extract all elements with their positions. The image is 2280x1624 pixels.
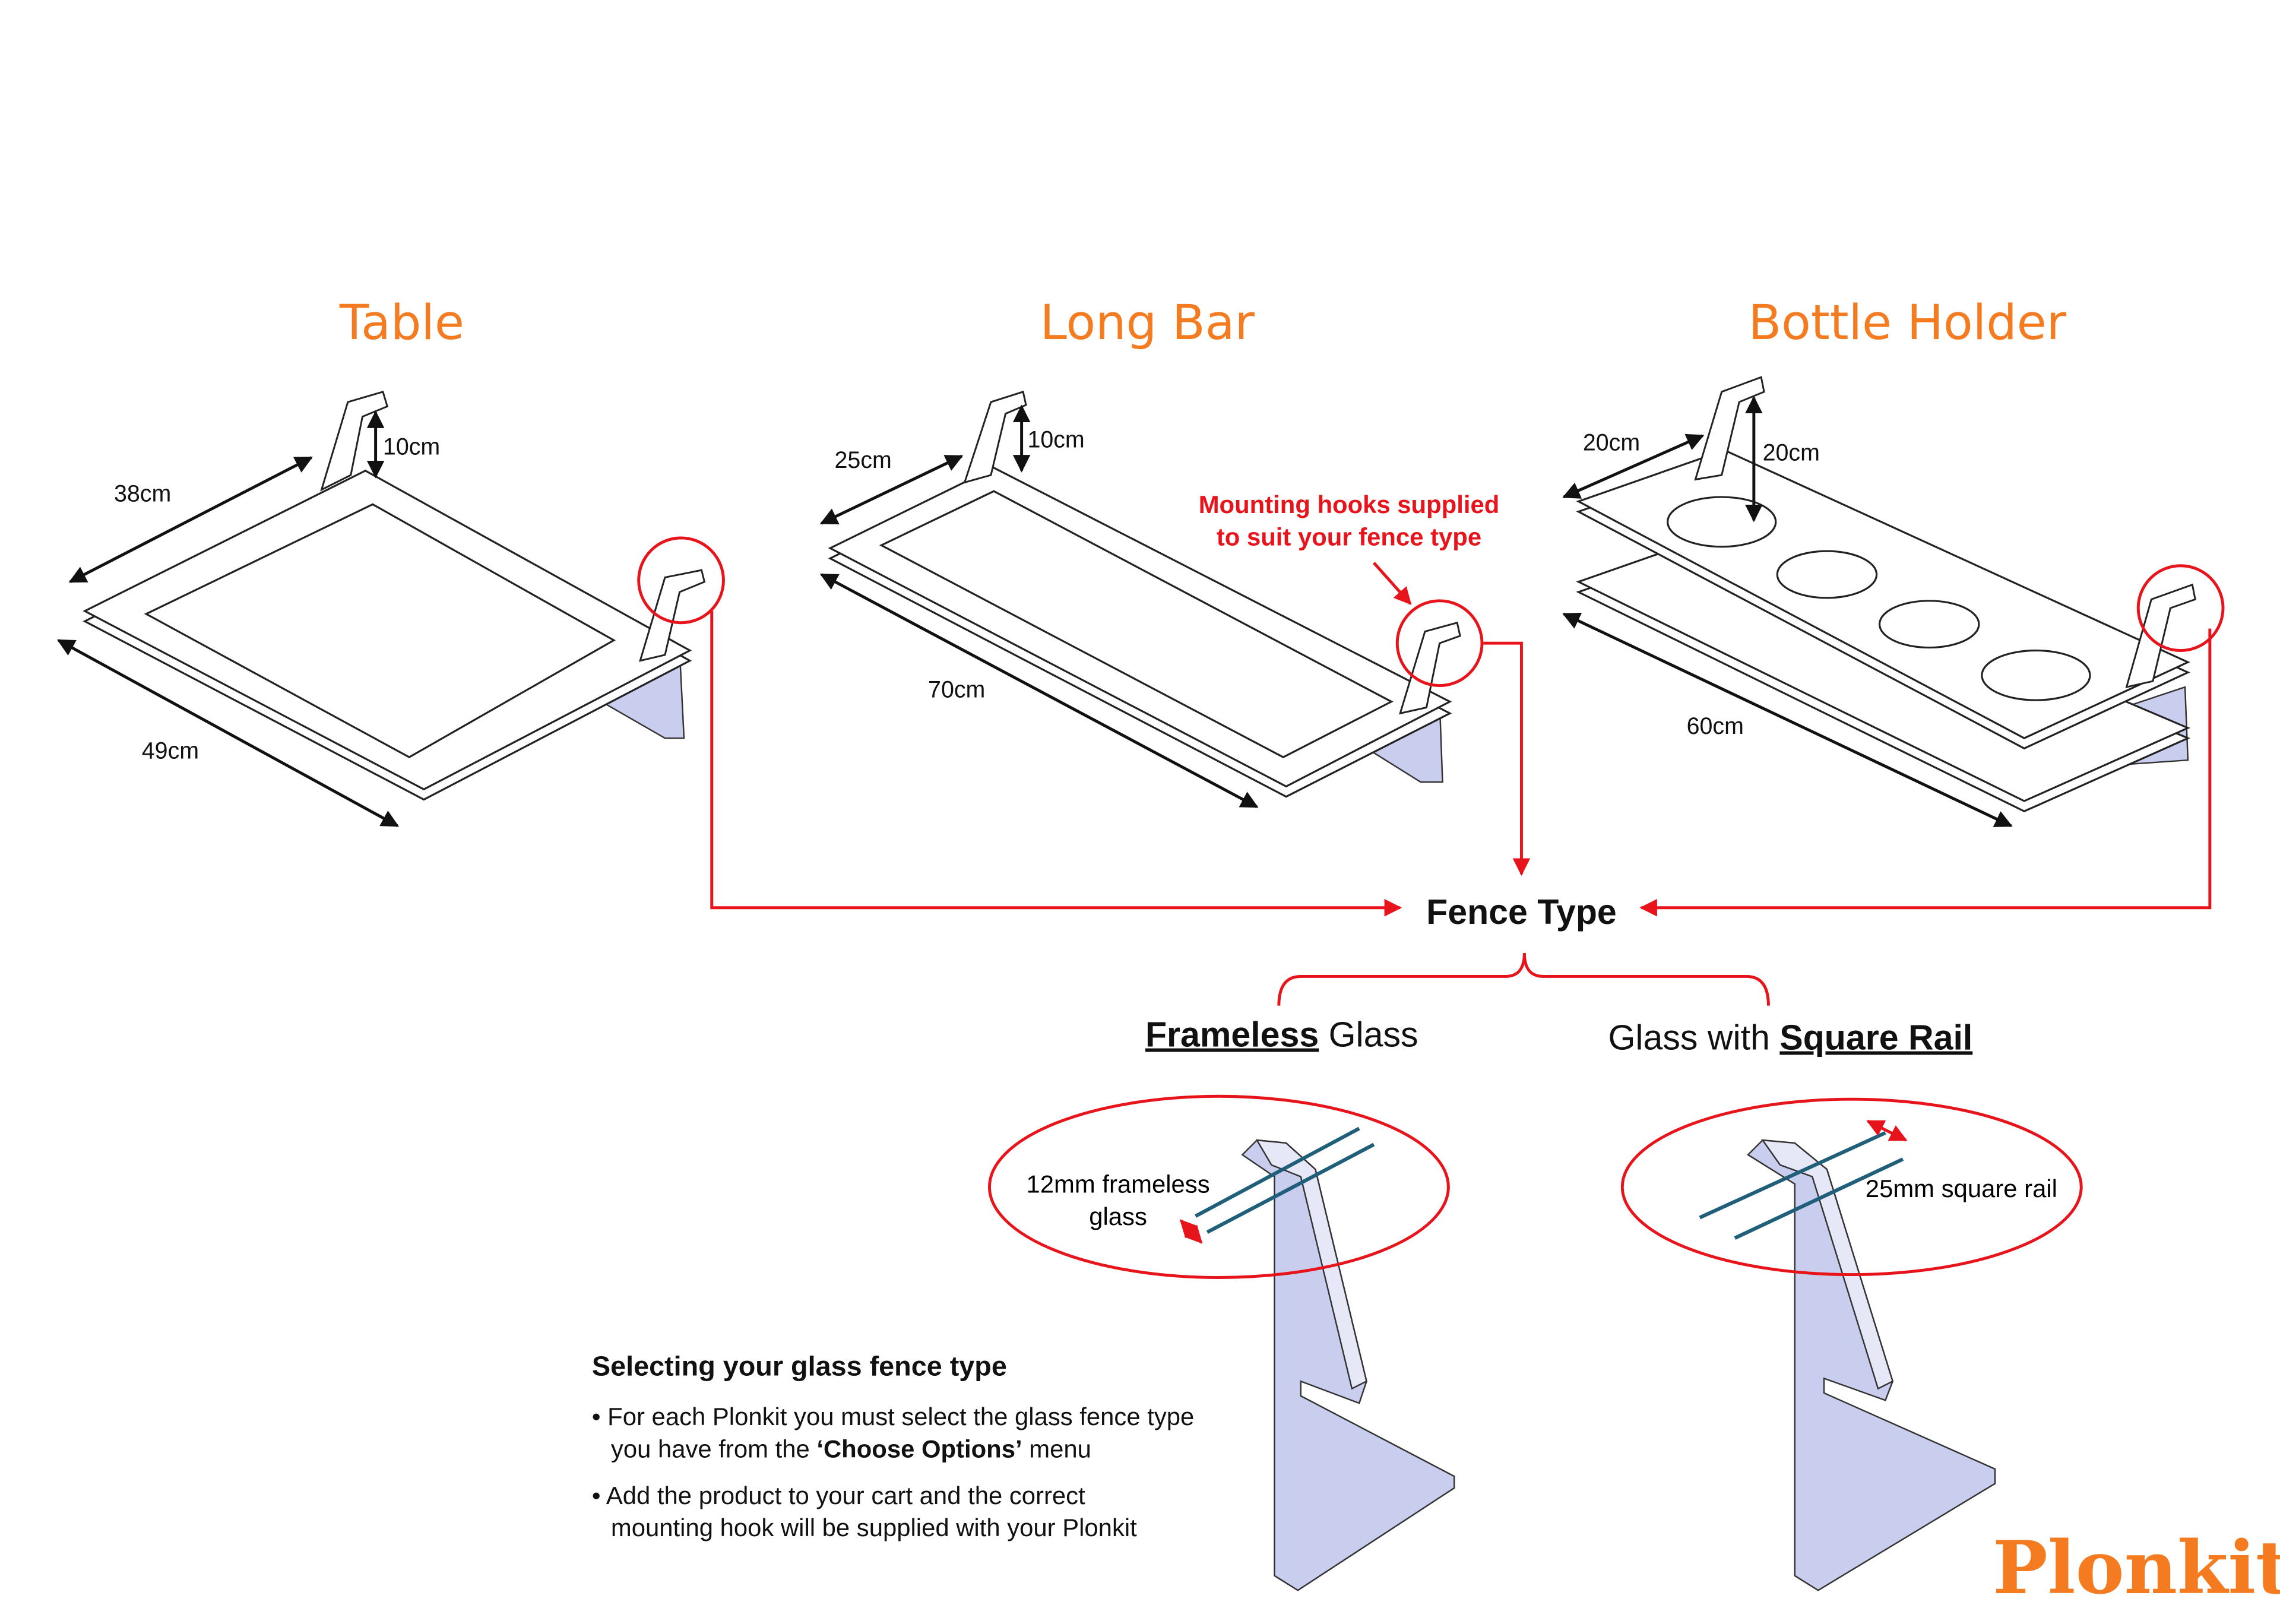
hook-note-line2: to suit your fence type: [1217, 523, 1481, 550]
dim-bottle-holder-height: 20cm: [1763, 440, 1820, 466]
product-title-long-bar: Long Bar: [1040, 295, 1255, 351]
bullet-1-line2: you have from the ‘Choose Options’ menu: [611, 1435, 1091, 1462]
bullet-2-line2: mounting hook will be supplied with your…: [611, 1514, 1137, 1541]
dim-table-width: 49cm: [142, 738, 199, 764]
hook-note-line1: Mounting hooks supplied: [1199, 490, 1500, 518]
bottle-holder-drawing: 20cm 60cm 20cm: [1562, 376, 2225, 828]
frameless-hook-illustration: 12mm frameless glass: [988, 1094, 1455, 1591]
dim-table-height: 10cm: [383, 434, 440, 460]
dim-long-bar-width: 70cm: [928, 676, 985, 702]
dim-long-bar-depth: 25cm: [835, 447, 892, 473]
dim-bottle-holder-depth: 20cm: [1583, 429, 1640, 455]
fence-type-heading: Fence Type: [1426, 892, 1617, 932]
bullet-2-line1: • Add the product to your cart and the c…: [592, 1481, 1085, 1509]
plonkit-logo: Plonkit: [1993, 1525, 2280, 1611]
instructions: Selecting your glass fence type • For ea…: [592, 1350, 1194, 1541]
option-square-rail: Glass with Square Rail: [1608, 1018, 1972, 1057]
bullet-1-line1: • For each Plonkit you must select the g…: [592, 1403, 1194, 1430]
callout-square-rail: 25mm square rail: [1866, 1175, 2057, 1202]
callout-frameless-line1: 12mm frameless: [1027, 1170, 1210, 1198]
long-bar-drawing: 25cm 70cm 10cm Mounting hooks supplied t…: [819, 390, 1500, 809]
connector-lines: [710, 611, 2212, 1006]
table-drawing: 38cm 49cm 10cm: [56, 390, 725, 828]
product-title-table: Table: [339, 295, 464, 351]
dim-bottle-holder-width: 60cm: [1687, 713, 1744, 739]
option-frameless-glass: Frameless Glass: [1145, 1015, 1418, 1055]
callout-frameless-line2: glass: [1089, 1202, 1147, 1230]
dim-long-bar-height: 10cm: [1027, 426, 1084, 452]
instructions-heading: Selecting your glass fence type: [592, 1350, 1007, 1381]
dim-table-depth: 38cm: [114, 480, 171, 506]
square-rail-hook-illustration: 25mm square rail: [1620, 1097, 2083, 1591]
product-title-bottle-holder: Bottle Holder: [1748, 295, 2066, 351]
